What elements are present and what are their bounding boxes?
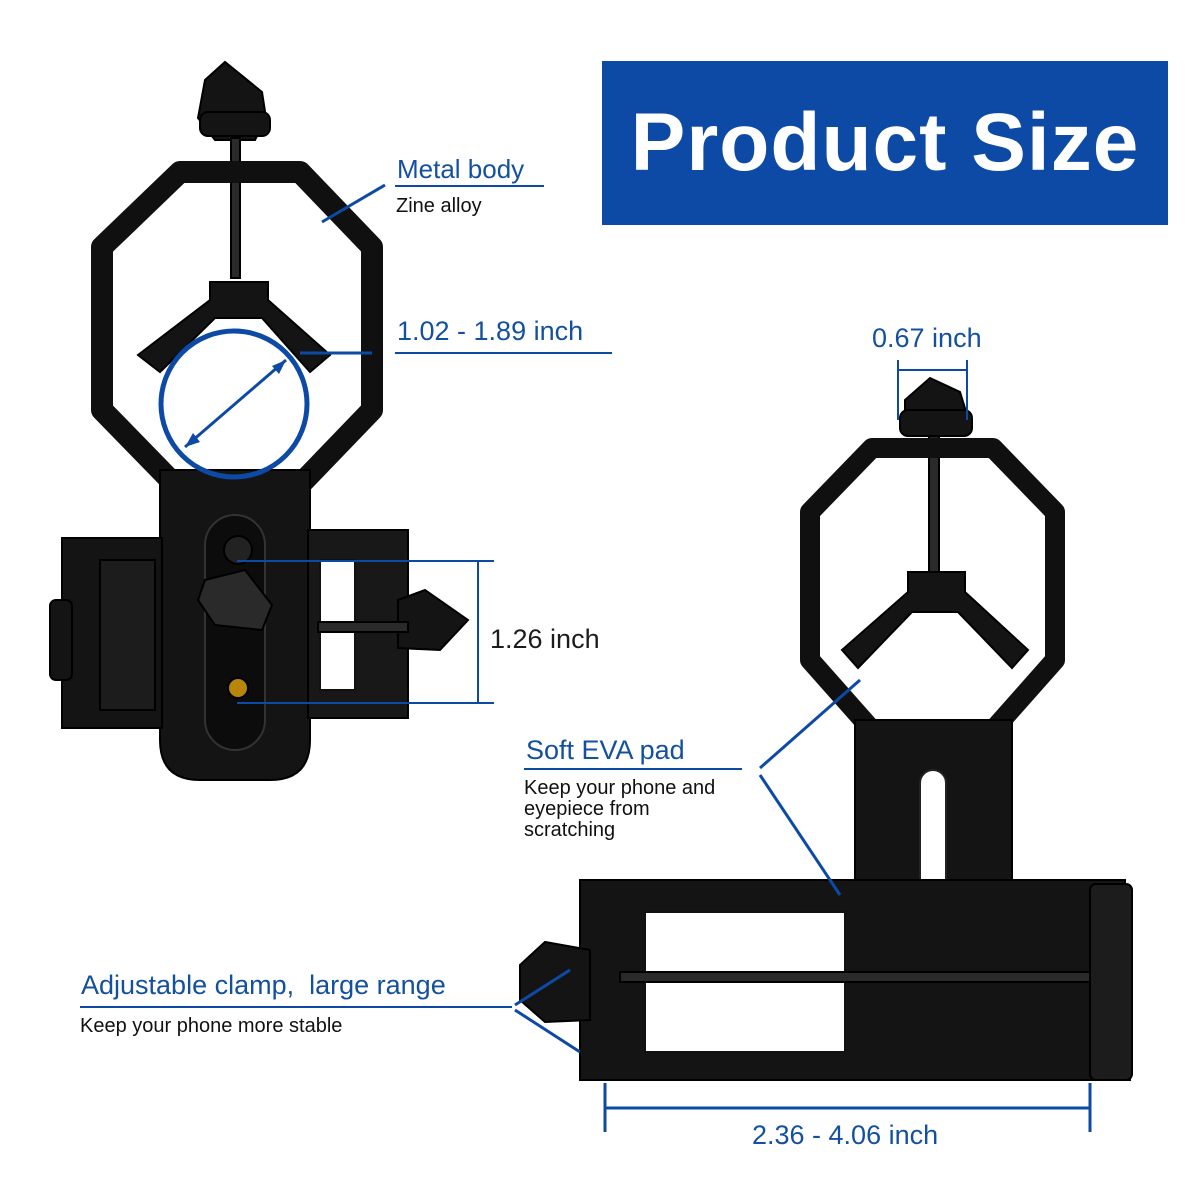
soft-pad-label: Soft EVA pad	[526, 735, 685, 765]
soft-pad-sub-2: eyepiece from	[524, 798, 650, 820]
metal-body-sub: Zine alloy	[396, 195, 482, 217]
knob-width-label: 0.67 inch	[872, 323, 982, 353]
right-mount	[519, 376, 1133, 1081]
soft-pad-sub-1: Keep your phone and	[524, 777, 716, 799]
page-title: Product Size	[630, 97, 1140, 188]
eyepiece-circle	[158, 328, 310, 480]
soft-pad-sub-3: scratching	[524, 819, 616, 841]
eyepiece-range-label: 1.02 - 1.89 inch	[397, 316, 584, 346]
title-banner: Product Size	[602, 61, 1168, 225]
clamp-sub: Keep your phone more stable	[80, 1015, 343, 1037]
slot-height-label: 1.26 inch	[490, 624, 600, 654]
clamp-range-label: 2.36 - 4.06 inch	[752, 1120, 939, 1150]
clamp-label: Adjustable clamp, large range	[81, 970, 446, 1000]
metal-body-label: Metal body	[397, 154, 525, 184]
